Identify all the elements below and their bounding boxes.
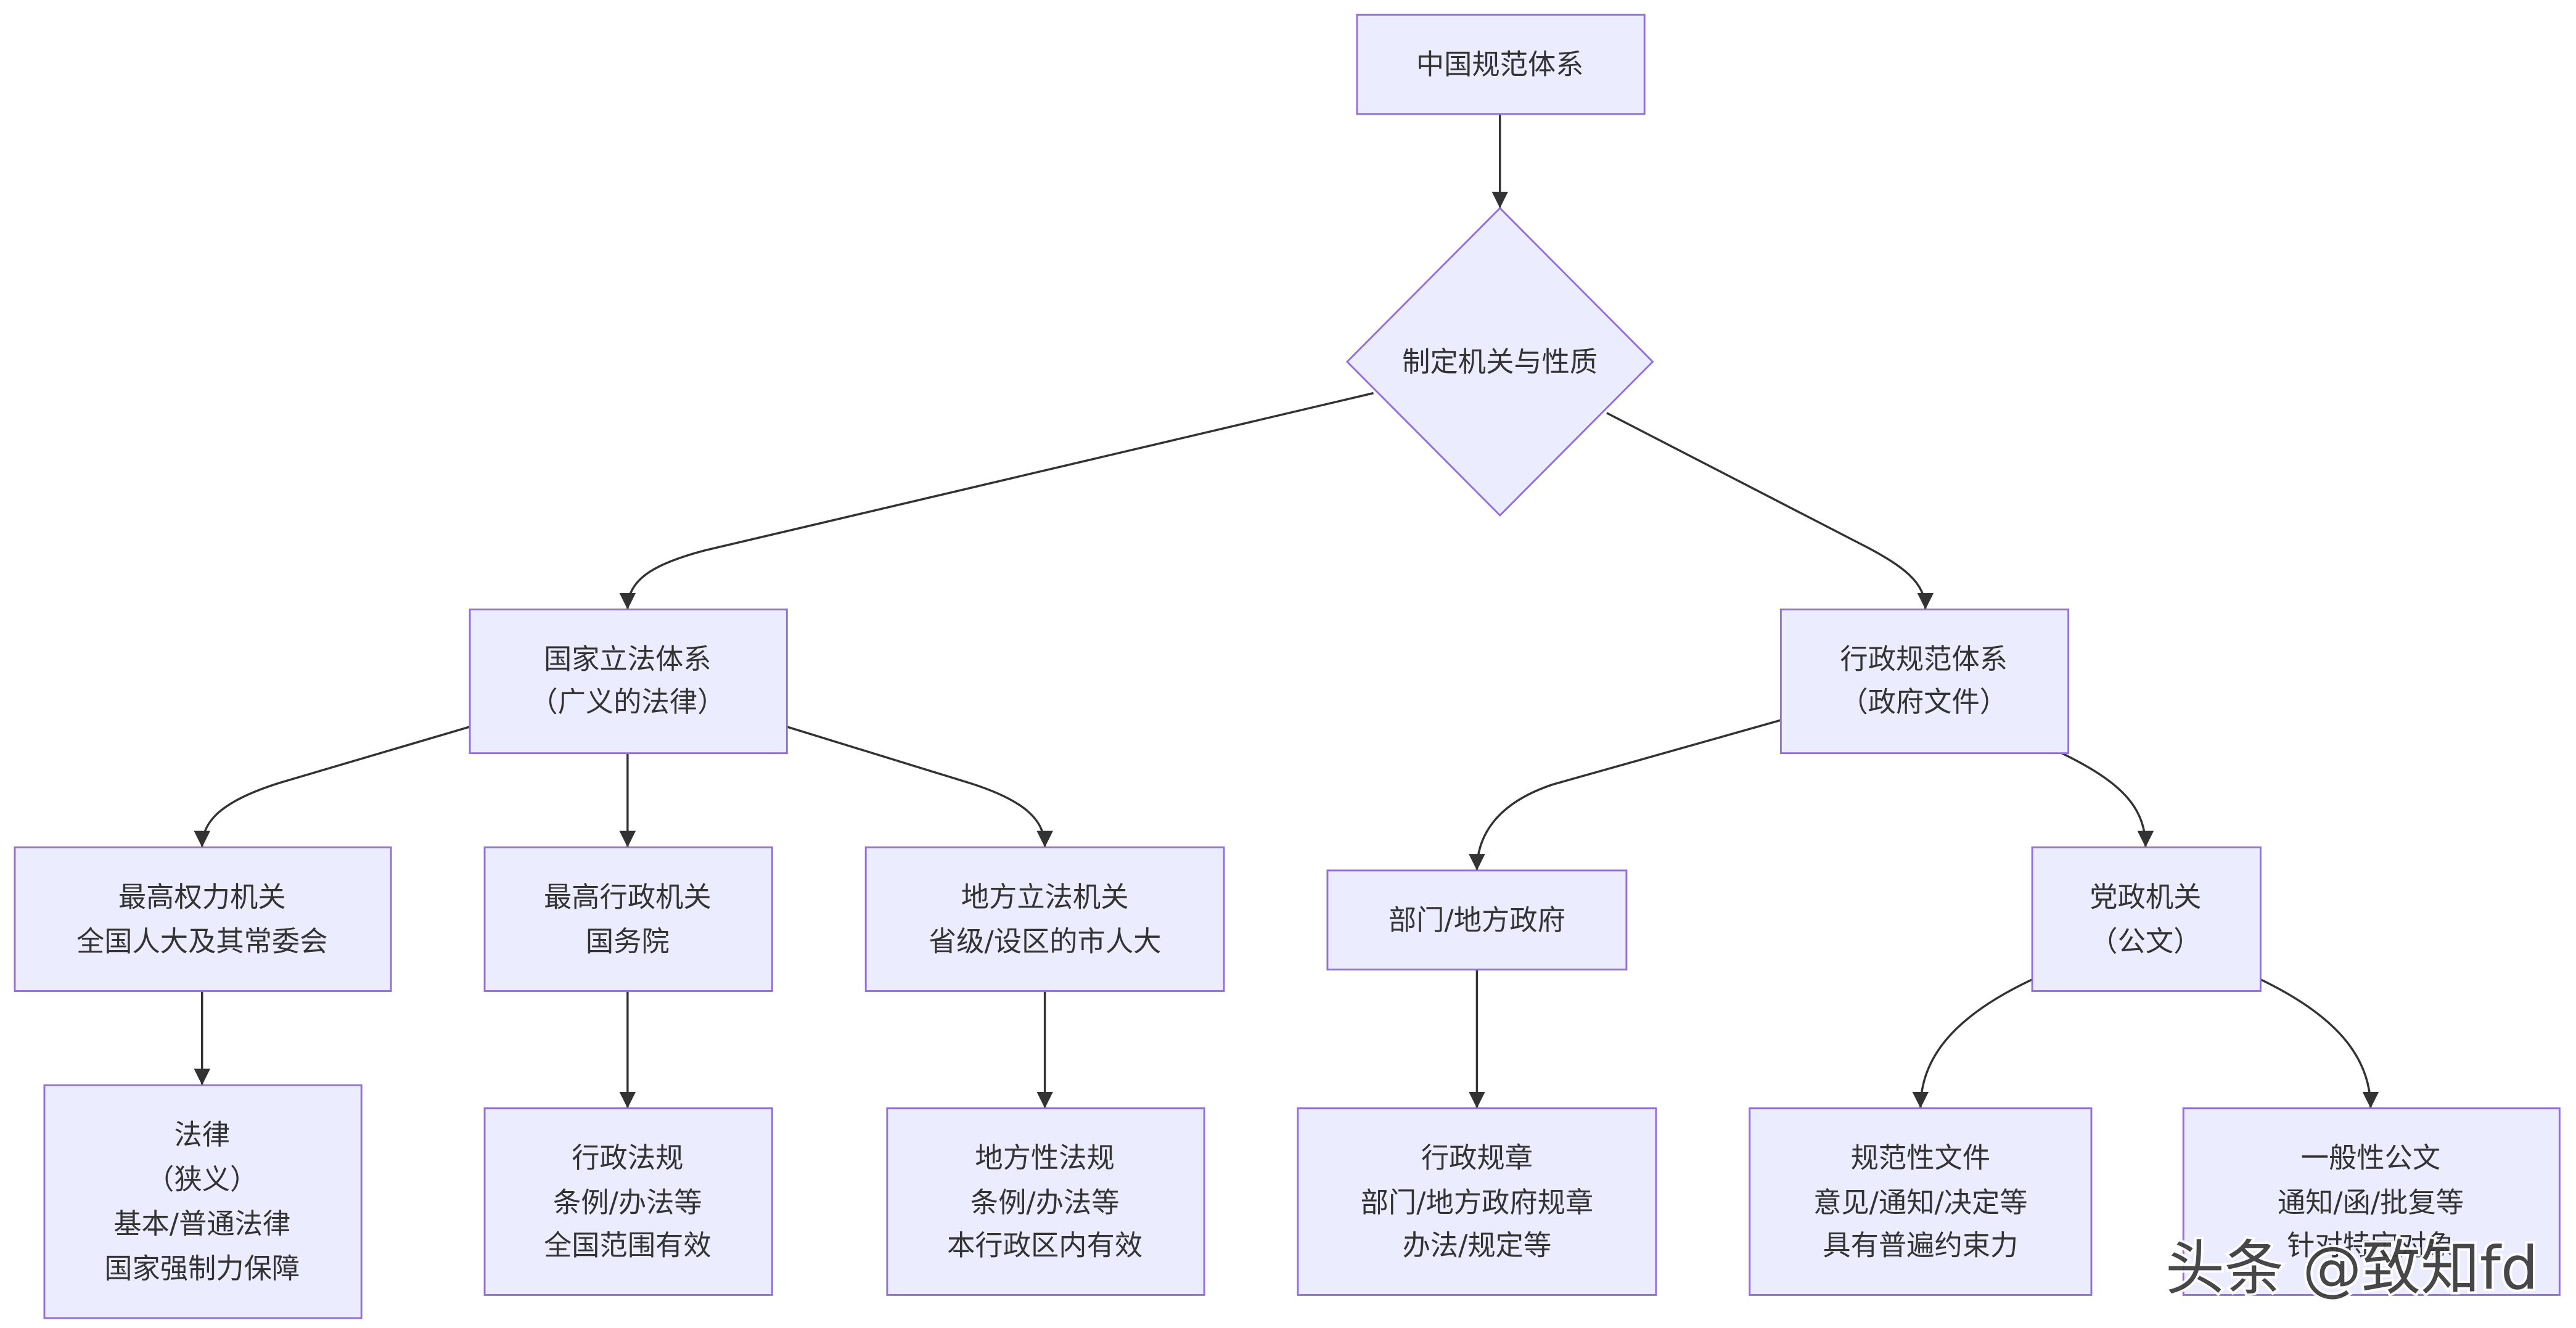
- node-dept-local-gov-label: 部门/地方政府: [1388, 904, 1565, 937]
- node-party-gov-line-2: （公文）: [2090, 925, 2201, 958]
- node-decision: 制定机关与性质: [1345, 207, 1654, 517]
- node-party-gov: 党政机关 （公文）: [2031, 846, 2262, 992]
- node-national-legislation-line-2: （广义的法律）: [530, 686, 725, 718]
- node-root-label: 中国规范体系: [1416, 48, 1584, 81]
- node-normative-docs-line-2: 意见/通知/决定等: [1813, 1186, 2028, 1219]
- node-supreme-admin-box: [483, 846, 773, 992]
- node-local-legislature-box: [864, 846, 1225, 992]
- node-administrative-norms-box: [1779, 609, 2070, 755]
- node-admin-regulations-box: [483, 1107, 773, 1296]
- edge-national-to-local-legislature: [786, 726, 1053, 848]
- node-supreme-admin-line-1: 最高行政机关: [544, 880, 712, 913]
- node-supreme-admin-line-2: 国务院: [586, 925, 670, 958]
- node-local-regulations: 地方性法规 条例/办法等 本行政区内有效: [886, 1107, 1205, 1296]
- node-local-regulations-line-1: 地方性法规: [975, 1141, 1114, 1174]
- node-national-legislation-line-1: 国家立法体系: [544, 642, 712, 675]
- node-general-docs-box: [2182, 1107, 2561, 1296]
- edge-national-to-supreme-power: [194, 726, 470, 848]
- node-law-line-3: 基本/普通法律: [113, 1208, 290, 1240]
- node-dept-local-gov: 部门/地方政府: [1326, 869, 1628, 971]
- node-general-docs-line-3: 针对特定对象: [2287, 1229, 2455, 1261]
- edge-admin-norms-to-dept-local-gov: [1469, 719, 1781, 871]
- node-supreme-power-box: [14, 846, 392, 992]
- node-admin-rules-box: [1297, 1107, 1657, 1296]
- edges: [194, 113, 2379, 1109]
- node-general-docs-line-1: 一般性公文: [2301, 1141, 2440, 1174]
- node-admin-rules: 行政规章 部门/地方政府规章 办法/规定等: [1297, 1107, 1657, 1296]
- node-normative-docs-box: [1749, 1107, 2093, 1296]
- node-administrative-norms-line-2: （政府文件）: [1840, 686, 2008, 718]
- node-supreme-admin: 最高行政机关 国务院: [483, 846, 773, 992]
- node-decision-diamond: [1345, 207, 1654, 517]
- node-admin-regulations-line-1: 行政法规: [572, 1141, 683, 1174]
- node-root: 中国规范体系: [1356, 14, 1646, 115]
- node-law-line-1: 法律: [174, 1118, 230, 1151]
- node-national-legislation: 国家立法体系 （广义的法律）: [469, 609, 788, 755]
- node-admin-regulations: 行政法规 条例/办法等 全国范围有效: [483, 1107, 773, 1296]
- node-general-docs: 一般性公文 通知/函/批复等 针对特定对象: [2182, 1107, 2561, 1296]
- edge-admin-norms-to-party-gov: [2061, 752, 2154, 848]
- node-administrative-norms-line-1: 行政规范体系: [1840, 642, 2008, 675]
- node-admin-rules-line-1: 行政规章: [1421, 1141, 1533, 1174]
- node-normative-docs: 规范性文件 意见/通知/决定等 具有普遍约束力: [1749, 1107, 2093, 1296]
- node-dept-local-gov-box: [1326, 869, 1628, 971]
- edge-party-gov-to-general-docs: [2260, 978, 2379, 1109]
- node-national-legislation-box: [469, 609, 788, 755]
- node-root-box: [1356, 14, 1646, 115]
- edge-decision-to-administrative-norms: [1606, 412, 1934, 610]
- node-local-regulations-line-3: 本行政区内有效: [947, 1229, 1142, 1261]
- node-normative-docs-line-1: 规范性文件: [1851, 1141, 1990, 1174]
- node-supreme-power: 最高权力机关 全国人大及其常委会: [14, 846, 392, 992]
- node-party-gov-box: [2031, 846, 2262, 992]
- node-party-gov-line-1: 党政机关: [2090, 880, 2201, 913]
- node-local-regulations-box: [886, 1107, 1205, 1296]
- node-admin-regulations-line-3: 全国范围有效: [544, 1229, 712, 1261]
- node-admin-rules-line-2: 部门/地方政府规章: [1361, 1186, 1594, 1219]
- node-local-legislature-line-1: 地方立法机关: [961, 880, 1129, 913]
- node-admin-regulations-line-2: 条例/办法等: [553, 1186, 702, 1219]
- node-law-line-4: 国家强制力保障: [104, 1252, 300, 1285]
- watermark-text: 头条 @致知fd: [2165, 1234, 2538, 1303]
- node-admin-rules-line-3: 办法/规定等: [1403, 1229, 1552, 1261]
- node-law-line-2: （狭义）: [146, 1163, 258, 1195]
- node-normative-docs-line-3: 具有普遍约束力: [1823, 1229, 2018, 1261]
- edge-decision-to-national-legislation: [619, 391, 1374, 610]
- node-decision-label: 制定机关与性质: [1402, 345, 1598, 378]
- node-supreme-power-line-1: 最高权力机关: [118, 880, 286, 913]
- node-supreme-power-line-2: 全国人大及其常委会: [76, 925, 328, 958]
- edge-party-gov-to-normative-docs: [1912, 978, 2033, 1109]
- node-local-legislature: 地方立法机关 省级/设区的市人大: [864, 846, 1225, 992]
- node-administrative-norms: 行政规范体系 （政府文件）: [1779, 609, 2070, 755]
- node-local-legislature-line-2: 省级/设区的市人大: [929, 925, 1162, 958]
- node-local-regulations-line-2: 条例/办法等: [970, 1186, 1120, 1219]
- node-law: 法律 （狭义） 基本/普通法律 国家强制力保障: [43, 1084, 363, 1319]
- node-general-docs-line-2: 通知/函/批复等: [2278, 1186, 2464, 1219]
- node-law-box: [43, 1084, 363, 1319]
